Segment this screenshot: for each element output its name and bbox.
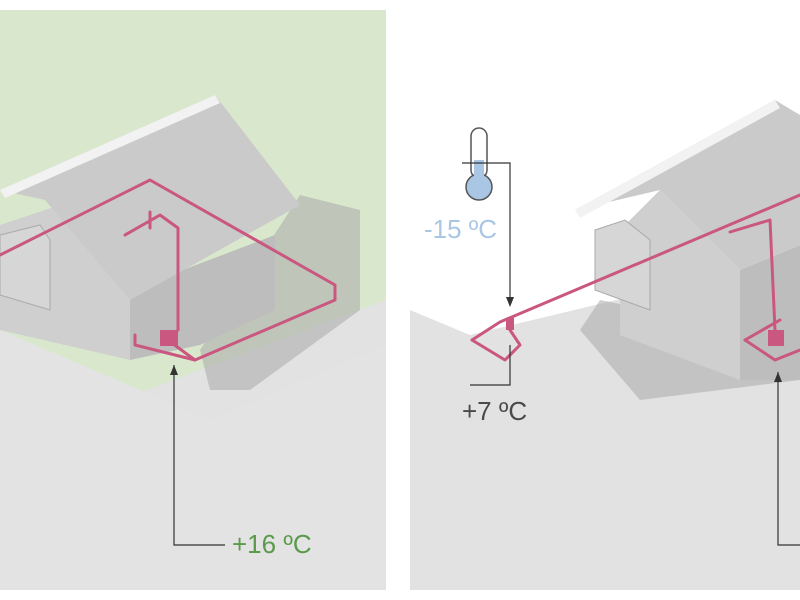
- outdoor-temperature-label: -15 ºC: [424, 214, 497, 244]
- pointer-line-outdoor: [462, 162, 511, 305]
- roof-ridge: [0, 95, 220, 198]
- chimney-box-right: [594, 219, 651, 311]
- panel-left: +16 ºC: [0, 10, 386, 590]
- house-left: [0, 95, 300, 360]
- house-side-wall: [130, 235, 275, 360]
- arrow-head-right: [774, 372, 782, 382]
- pointer-line-right: [777, 372, 800, 546]
- house-roof: [0, 95, 300, 300]
- pointer-line-left: [173, 365, 225, 546]
- thermometer-icon: [465, 127, 493, 201]
- sensor-icon: [506, 318, 514, 330]
- pointer-line-soil: [470, 345, 511, 386]
- ground-plane: [0, 330, 386, 590]
- soil-temperature-label: +7 ºC: [462, 396, 527, 426]
- arrow-head-left: [170, 365, 178, 375]
- pipe-loop-right: [470, 193, 800, 362]
- arrow-head-outdoor: [506, 297, 514, 307]
- house-front-wall-right: [620, 190, 740, 380]
- chimney-box: [0, 224, 51, 311]
- heat-pump-unit-icon: [160, 330, 178, 346]
- roof-ridge-right: [575, 100, 780, 218]
- panel-right: -15 ºC +7 ºC: [410, 10, 800, 590]
- temperature-label-ground: +16 ºC: [232, 529, 312, 559]
- heat-pump-unit-icon-right: [768, 330, 784, 346]
